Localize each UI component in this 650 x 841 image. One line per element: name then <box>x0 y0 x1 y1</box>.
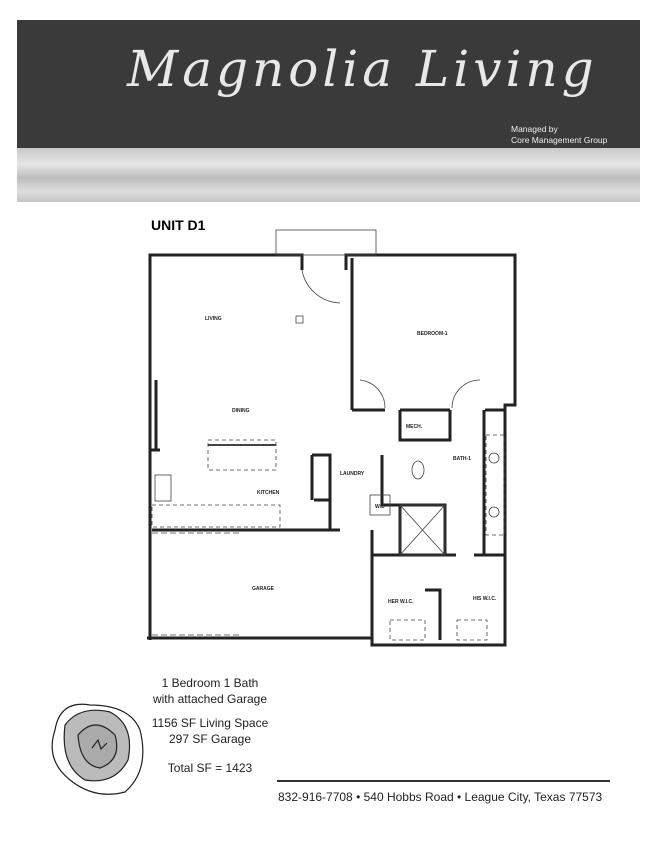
room-label-bath: BATH-1 <box>453 456 471 462</box>
managed-by-label: Managed by <box>511 124 558 134</box>
garage-sf: 297 SF Garage <box>168 732 252 746</box>
room-label-bedroom: BEDROOM-1 <box>417 331 448 337</box>
brand-logo: Magnolia Living <box>127 40 598 98</box>
room-label-garage: GARAGE <box>252 586 275 592</box>
bed-bath: 1 Bedroom 1 Bath <box>161 676 259 690</box>
fixtures <box>151 229 505 641</box>
unit-summary: 1 Bedroom 1 Bath with attached Garage <box>140 675 280 707</box>
walls <box>147 253 517 647</box>
room-label-living: LIVING <box>205 316 222 322</box>
magnolia-flower-icon <box>51 703 144 795</box>
room-label-wd: W/D <box>375 504 385 510</box>
total-sf: Total SF = 1423 <box>167 761 253 775</box>
company-name: Core Management Group <box>511 135 608 145</box>
living-sf: 1156 SF Living Space <box>151 716 269 730</box>
header-banner: Magnolia Living Managed by Core Manageme… <box>17 20 640 202</box>
room-label-her-wic: HER W.I.C. <box>388 599 414 605</box>
room-label-mech: MECH. <box>406 424 423 430</box>
footer-contact: 832-916-7708 • 540 Hobbs Road • League C… <box>278 790 603 804</box>
footer-divider <box>277 780 610 782</box>
square-footage: 1156 SF Living Space 297 SF Garage <box>140 715 280 747</box>
managed-by: Managed by Core Management Group <box>511 124 607 146</box>
garage-note: with attached Garage <box>152 692 268 706</box>
banner-wave <box>17 148 640 202</box>
unit-title: UNIT D1 <box>151 217 206 233</box>
room-label-his-wic: HIS W.I.C. <box>473 596 497 602</box>
room-label-laundry: LAUNDRY <box>340 471 365 477</box>
room-label-kitchen: KITCHEN <box>257 490 280 496</box>
room-label-dining: DINING <box>232 408 250 414</box>
